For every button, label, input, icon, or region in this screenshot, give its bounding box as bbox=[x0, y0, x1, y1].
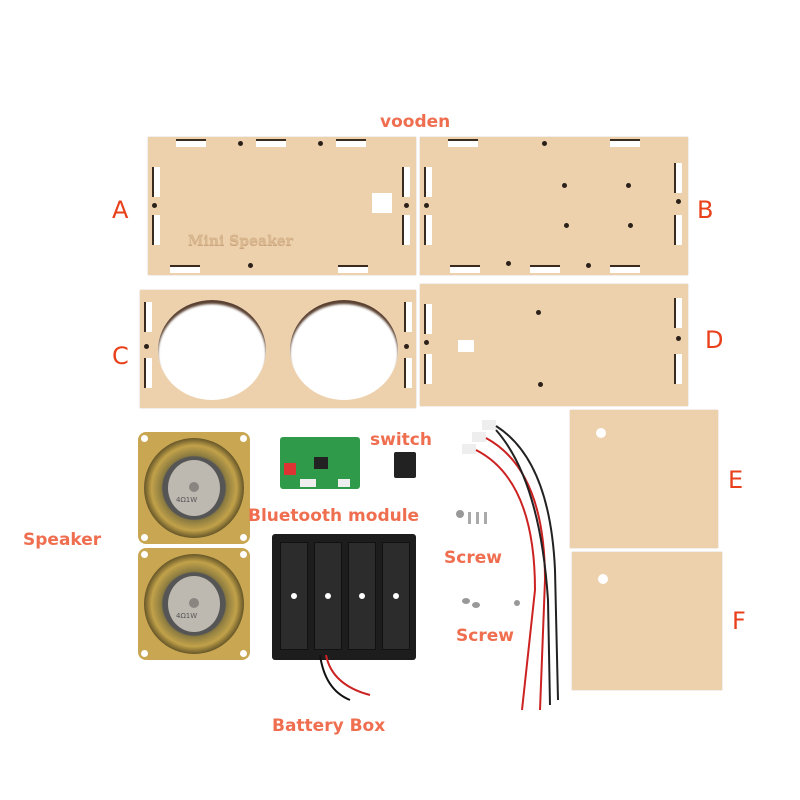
letter-f: F bbox=[732, 607, 746, 635]
battery-wires bbox=[319, 655, 371, 701]
engraving-text: Mini Speaker bbox=[188, 233, 294, 249]
panel-b bbox=[420, 137, 688, 275]
connector-wires bbox=[462, 420, 559, 711]
panel-d bbox=[420, 284, 688, 406]
letter-c: C bbox=[112, 342, 129, 370]
battery-box bbox=[272, 534, 416, 660]
panel-a: Mini Speaker bbox=[148, 137, 416, 275]
bluetooth-label: Bluetooth module bbox=[248, 506, 420, 526]
switch-component bbox=[394, 452, 416, 478]
letter-b: B bbox=[697, 196, 714, 224]
screw-label-1: Screw bbox=[444, 548, 502, 568]
speaker-top: 4Ω1W bbox=[138, 432, 250, 544]
speaker-bottom: 4Ω1W bbox=[138, 548, 250, 660]
battery-label: Battery Box bbox=[272, 716, 386, 736]
letter-a: A bbox=[112, 196, 129, 224]
switch-label: switch bbox=[370, 430, 432, 450]
title-label: vooden bbox=[380, 112, 451, 132]
screws-2 bbox=[462, 598, 522, 614]
screw-label-2: Screw bbox=[456, 626, 514, 646]
panel-f bbox=[572, 552, 722, 690]
letter-d: D bbox=[705, 326, 724, 354]
bluetooth-module bbox=[280, 437, 360, 489]
screws-1 bbox=[456, 508, 498, 526]
panel-c bbox=[140, 290, 416, 408]
speaker-label: Speaker bbox=[23, 530, 102, 550]
letter-e: E bbox=[728, 466, 744, 494]
panel-e bbox=[570, 410, 718, 548]
